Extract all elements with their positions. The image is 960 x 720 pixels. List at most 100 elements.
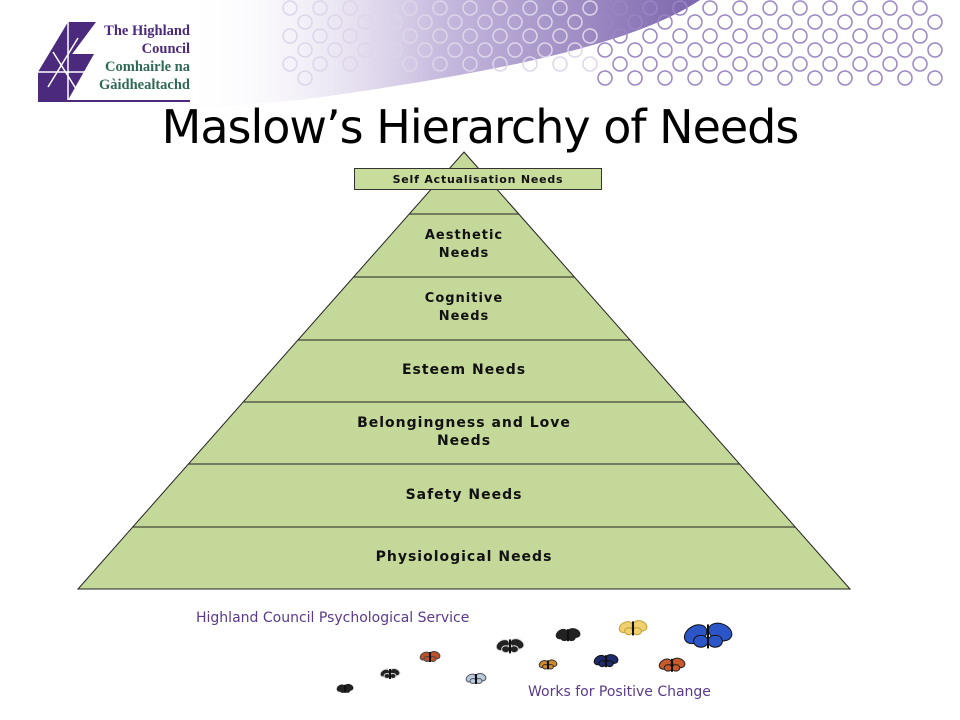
butterfly-icon	[658, 657, 686, 672]
circle	[687, 42, 703, 58]
circle	[612, 28, 628, 44]
circle	[642, 0, 658, 16]
circle	[477, 42, 493, 58]
circle	[777, 70, 793, 86]
level-label1: Safety Needs	[405, 486, 523, 503]
circle	[912, 0, 928, 16]
circle	[927, 42, 943, 58]
circle	[537, 42, 553, 58]
circle	[582, 0, 598, 16]
circle	[627, 14, 643, 30]
level-label1: Esteem Needs	[401, 362, 527, 378]
circle	[297, 14, 313, 30]
circle	[687, 14, 703, 30]
circle	[732, 28, 748, 44]
butterfly-icon	[379, 667, 401, 679]
pyramid-level-label: Physiological Needs	[376, 548, 553, 566]
pyramid-shape	[76, 151, 852, 590]
circle	[327, 42, 343, 58]
circle	[552, 56, 568, 72]
circle	[672, 0, 688, 16]
circle-pattern	[282, 0, 943, 86]
circle	[777, 14, 793, 30]
circle	[432, 56, 448, 72]
circle	[897, 70, 913, 86]
level-label1: Cognitive	[424, 290, 504, 306]
level-label1: Aesthetic	[424, 227, 504, 243]
butterfly-icon	[538, 659, 558, 670]
circle	[597, 70, 613, 86]
circle	[717, 70, 733, 86]
circle	[687, 70, 703, 86]
circle	[822, 28, 838, 44]
butterfly-icon	[593, 654, 619, 668]
circle	[297, 70, 313, 86]
logo-text: The Highland Council Comhairle na Gàidhe…	[96, 22, 190, 94]
circle	[567, 42, 583, 58]
circle	[522, 28, 538, 44]
circle	[882, 28, 898, 44]
circle	[732, 0, 748, 16]
circle	[372, 0, 388, 16]
circle	[282, 0, 298, 16]
pyramid-level-label: Esteem Needs	[402, 361, 526, 379]
level-label2: Needs	[438, 245, 490, 261]
circle	[387, 42, 403, 58]
circle	[702, 0, 718, 16]
circle	[912, 28, 928, 44]
circle	[612, 0, 628, 16]
circle	[792, 28, 808, 44]
circle	[927, 14, 943, 30]
circle	[672, 28, 688, 44]
circle	[762, 0, 778, 16]
circle	[612, 56, 628, 72]
logo-line2: Council	[141, 41, 190, 57]
circle	[762, 56, 778, 72]
circle	[747, 42, 763, 58]
logo-line3: Comhairle na	[105, 59, 190, 75]
circle	[897, 42, 913, 58]
circle	[522, 0, 538, 16]
circle	[717, 42, 733, 58]
circle	[627, 42, 643, 58]
circle	[597, 14, 613, 30]
circle	[882, 0, 898, 16]
circle	[417, 14, 433, 30]
circle	[807, 42, 823, 58]
circle	[747, 14, 763, 30]
circle	[582, 28, 598, 44]
circle	[372, 28, 388, 44]
circle	[327, 14, 343, 30]
circle	[522, 56, 538, 72]
circle	[642, 28, 658, 44]
circle	[762, 28, 778, 44]
circle	[792, 56, 808, 72]
circle	[702, 28, 718, 44]
circle	[702, 56, 718, 72]
circle	[432, 28, 448, 44]
circle	[492, 28, 508, 44]
page-title: Maslow’s Hierarchy of Needs	[161, 100, 800, 154]
circle	[867, 14, 883, 30]
circle	[867, 42, 883, 58]
circle	[912, 56, 928, 72]
highland-council-logo-icon	[38, 22, 96, 101]
circle	[297, 42, 313, 58]
circle	[342, 28, 358, 44]
pyramid-level-label: Safety Needs	[406, 486, 523, 504]
circle	[927, 70, 943, 86]
circle	[312, 28, 328, 44]
logo-divider	[38, 100, 190, 102]
circle	[837, 14, 853, 30]
circle	[312, 0, 328, 16]
butterfly-icon	[495, 638, 525, 654]
circle	[357, 14, 373, 30]
circle	[717, 14, 733, 30]
circle	[852, 0, 868, 16]
level-label2: Needs	[438, 308, 490, 324]
circle	[417, 42, 433, 58]
circle	[432, 0, 448, 16]
logo-line1: The Highland	[104, 23, 190, 39]
